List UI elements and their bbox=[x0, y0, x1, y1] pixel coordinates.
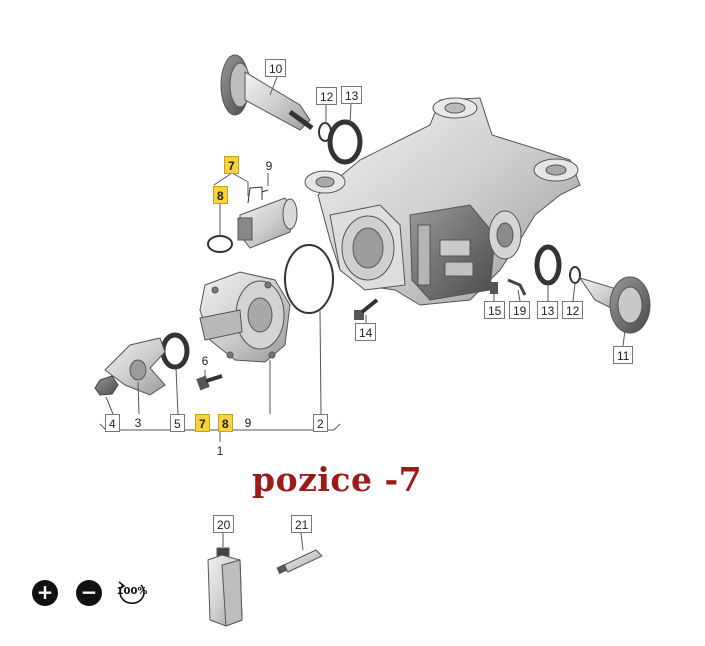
part-label-8-highlight[interactable]: 8 bbox=[213, 186, 228, 204]
part-label-7-highlight[interactable]: 7 bbox=[224, 156, 239, 174]
drive-flange-part bbox=[220, 54, 314, 131]
zoom-reset-label: 100% bbox=[116, 586, 148, 597]
seal-12-right bbox=[569, 266, 581, 284]
part-label-13[interactable]: 13 bbox=[341, 86, 363, 104]
screw-19 bbox=[507, 278, 527, 296]
bolt-14 bbox=[354, 298, 379, 320]
part-label-4[interactable]: 4 bbox=[105, 414, 120, 432]
part-label-2[interactable]: 2 bbox=[313, 414, 328, 432]
part-label-6[interactable]: 6 bbox=[201, 354, 209, 368]
part-label-20[interactable]: 20 bbox=[213, 515, 235, 533]
part-label-14[interactable]: 14 bbox=[355, 323, 377, 341]
part-label-9[interactable]: 9 bbox=[265, 159, 273, 173]
part-label-9-group[interactable]: 9 bbox=[244, 416, 252, 430]
position-caption: pozice -7 bbox=[252, 460, 423, 499]
part-label-3[interactable]: 3 bbox=[134, 416, 142, 430]
leader-lines bbox=[99, 76, 626, 442]
bolt-6 bbox=[196, 374, 223, 391]
pump-housing-part bbox=[199, 271, 291, 363]
part-label-10[interactable]: 10 bbox=[265, 59, 287, 77]
part-label-12-right[interactable]: 12 bbox=[562, 301, 584, 319]
minus-icon: − bbox=[80, 580, 98, 604]
zoom-reset-button[interactable]: 100% bbox=[115, 579, 149, 607]
bracket-part bbox=[104, 337, 166, 396]
pump-motor-part bbox=[237, 186, 298, 249]
sealant-tube-part bbox=[276, 532, 323, 575]
oil-bottle-part bbox=[207, 533, 243, 627]
seal-5 bbox=[160, 332, 190, 370]
reset-arrow-icon bbox=[118, 581, 145, 605]
o-ring-8 bbox=[207, 235, 233, 253]
zoom-in-button[interactable]: + bbox=[32, 580, 58, 606]
plus-icon: + bbox=[36, 580, 54, 604]
o-ring-2 bbox=[284, 244, 334, 314]
part-label-21[interactable]: 21 bbox=[291, 515, 313, 533]
part-label-12[interactable]: 12 bbox=[316, 87, 338, 105]
part-label-8-group[interactable]: 8 bbox=[218, 414, 233, 432]
seal-rings-top bbox=[318, 119, 363, 165]
part-label-13-right[interactable]: 13 bbox=[537, 301, 559, 319]
part-label-5[interactable]: 5 bbox=[170, 414, 185, 432]
part-label-7-group[interactable]: 7 bbox=[195, 414, 210, 432]
nut-4 bbox=[94, 375, 119, 396]
zoom-out-button[interactable]: − bbox=[76, 580, 102, 606]
part-label-15[interactable]: 15 bbox=[484, 301, 506, 319]
part-label-11[interactable]: 11 bbox=[613, 346, 634, 364]
seal-13-right bbox=[534, 244, 562, 286]
housing-part bbox=[304, 97, 581, 306]
plug-15 bbox=[490, 282, 498, 294]
part-label-1[interactable]: 1 bbox=[216, 444, 224, 458]
part-label-19[interactable]: 19 bbox=[509, 301, 531, 319]
drive-flange-right-part bbox=[578, 276, 651, 334]
